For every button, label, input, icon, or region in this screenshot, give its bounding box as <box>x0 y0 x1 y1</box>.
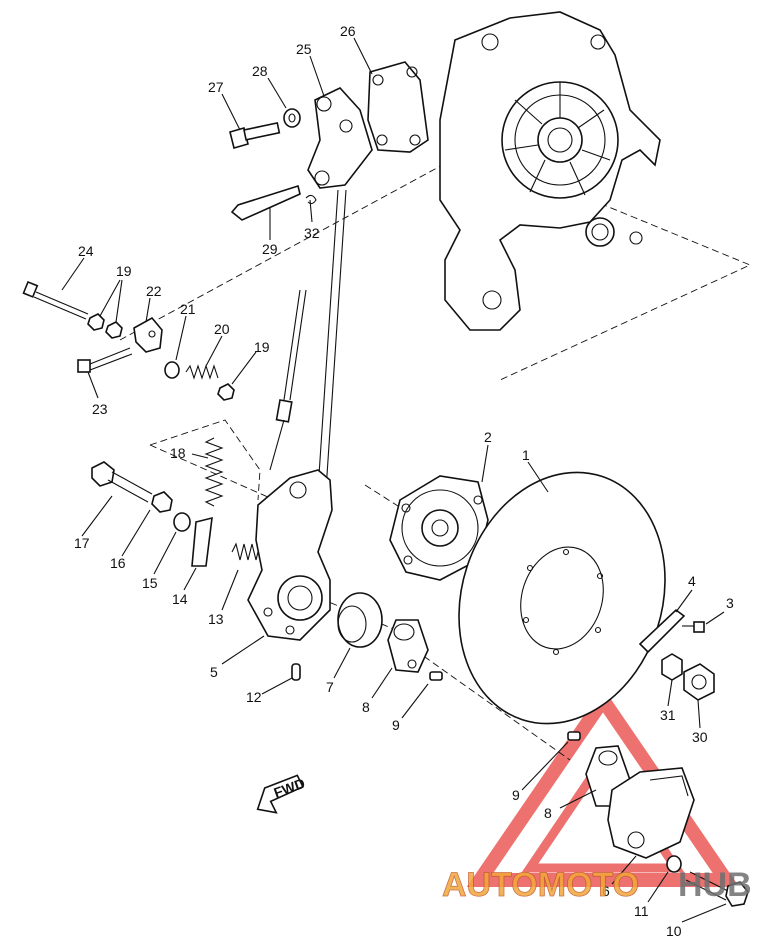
callout-27: 27 <box>208 79 224 95</box>
part-22-bracket <box>133 316 163 353</box>
callout-3: 3 <box>726 595 734 611</box>
brake-rod <box>317 189 347 491</box>
fwd-arrow: FWD <box>256 774 307 814</box>
part-13-spring <box>231 542 261 561</box>
part-14-link <box>191 516 213 567</box>
leader-lines <box>61 37 727 923</box>
watermark-part2: HUB <box>678 866 752 904</box>
part-27-bolt <box>229 121 281 149</box>
part-9-screw-right <box>567 731 581 741</box>
callout-24: 24 <box>78 243 94 259</box>
part-32-clip <box>305 194 317 205</box>
callout-2: 2 <box>484 429 492 445</box>
callout-19-right: 19 <box>254 339 270 355</box>
part-31-washer <box>661 653 683 681</box>
callout-15: 15 <box>142 575 158 591</box>
part-15-washer <box>173 512 191 532</box>
watermark-text: AUTOMOTO HUB <box>442 866 752 905</box>
part-19-nut-c <box>217 383 235 401</box>
callout-5: 5 <box>210 664 218 680</box>
callout-22: 22 <box>146 283 162 299</box>
part-30-nut <box>683 663 715 701</box>
part-12-pin <box>291 663 301 681</box>
part-3-bolt <box>682 621 705 633</box>
part-19-nut-b <box>105 321 123 339</box>
part-10-bolt <box>685 871 749 907</box>
callout-6: 6 <box>602 883 610 899</box>
part-6-caliper-half <box>607 767 695 859</box>
callout-8-right: 8 <box>544 805 552 821</box>
callout-32: 32 <box>304 225 320 241</box>
callout-8-left: 8 <box>362 699 370 715</box>
callout-28: 28 <box>252 63 268 79</box>
callout-9-right: 9 <box>512 787 520 803</box>
callout-13: 13 <box>208 611 224 627</box>
callout-14: 14 <box>172 591 188 607</box>
callout-labels: 1 2 3 4 5 6 7 8 8 9 9 10 11 12 13 14 15 … <box>74 23 734 939</box>
callout-26: 26 <box>340 23 356 39</box>
crankcase-housing <box>439 11 661 331</box>
part-2-hub <box>389 475 489 581</box>
part-29-pin <box>230 184 301 221</box>
part-5-caliper <box>247 469 333 641</box>
callout-12: 12 <box>246 689 262 705</box>
callout-10: 10 <box>666 923 682 939</box>
callout-20: 20 <box>214 321 230 337</box>
watermark-part1: AUTOMOTO <box>442 866 639 904</box>
fwd-label: FWD <box>272 775 307 801</box>
callout-17: 17 <box>74 535 90 551</box>
callout-18: 18 <box>170 445 186 461</box>
callout-11: 11 <box>634 903 649 919</box>
part-23-bolt <box>77 347 133 373</box>
callout-30: 30 <box>692 729 708 745</box>
cable-adjuster <box>269 289 307 471</box>
callout-25: 25 <box>296 41 312 57</box>
part-20-spring <box>185 364 219 380</box>
callout-7: 7 <box>326 679 334 695</box>
callout-16: 16 <box>110 555 126 571</box>
part-18-spring <box>204 437 224 507</box>
part-9-screw <box>429 671 443 681</box>
callout-21: 21 <box>180 301 196 317</box>
callout-4: 4 <box>688 573 696 589</box>
callout-9-left: 9 <box>392 717 400 733</box>
part-16-nut <box>151 491 173 513</box>
part-7-pad <box>337 592 383 648</box>
part-11-washer <box>666 855 682 873</box>
part-19-nut-a <box>87 313 105 331</box>
part-28-washer <box>283 108 301 128</box>
callout-23: 23 <box>92 401 108 417</box>
callout-1: 1 <box>522 447 530 463</box>
part-17-bolt <box>91 461 153 503</box>
part-8-pad <box>387 619 429 673</box>
callout-31: 31 <box>660 707 676 723</box>
part-24-bolt <box>22 280 89 320</box>
part-25-bracket <box>307 87 373 189</box>
callout-29: 29 <box>262 241 278 257</box>
part-4-link <box>638 608 686 654</box>
callout-19-top: 19 <box>116 263 132 279</box>
part-26-plate <box>367 61 429 153</box>
part-21-washer <box>164 361 180 379</box>
